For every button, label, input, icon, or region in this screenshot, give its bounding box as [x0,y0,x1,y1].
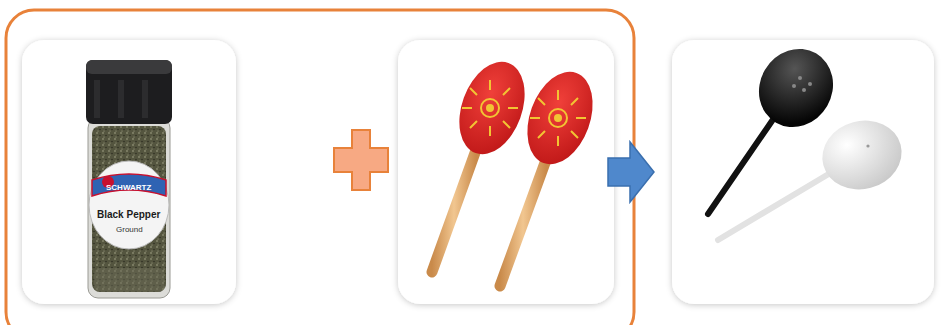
product-label: Black Pepper [97,209,160,220]
image-panel [398,40,614,304]
arrow-symbol [608,142,654,202]
plus-symbol [334,130,388,190]
brand-label: SCHWARTZ [106,184,151,193]
pepper-jar [86,60,172,298]
group-outline [6,10,634,325]
maracas [432,53,605,286]
image-panel [22,40,236,304]
product-sublabel: Ground [116,226,143,235]
shaker-maracas [708,35,909,240]
